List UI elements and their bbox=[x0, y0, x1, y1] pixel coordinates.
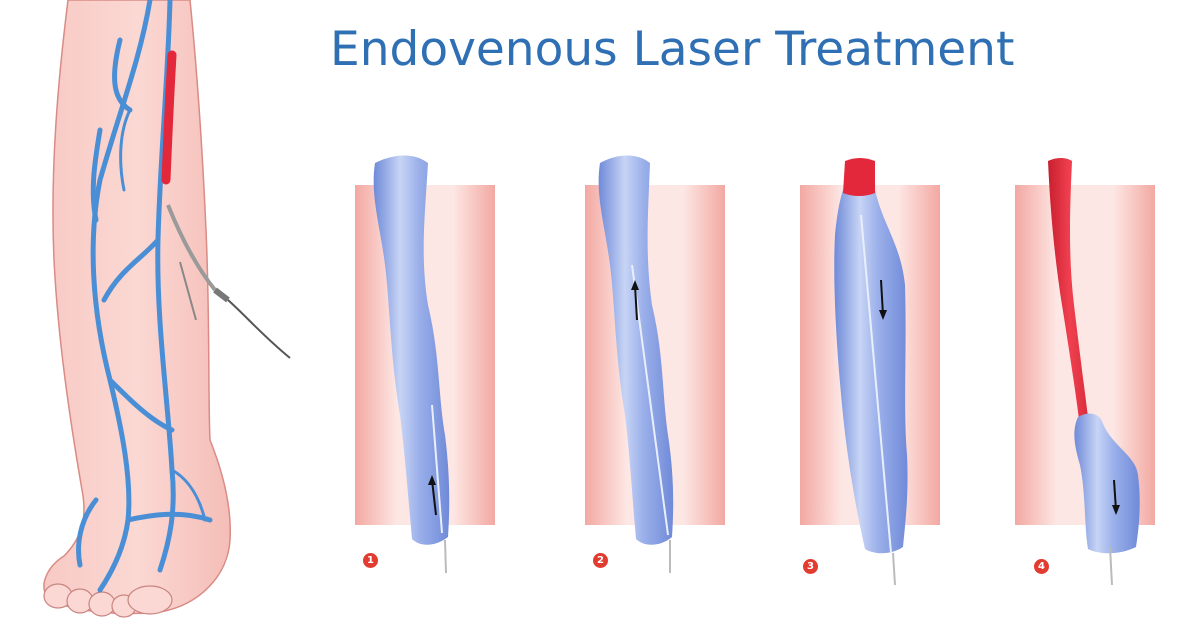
step-badge: 3 bbox=[803, 559, 818, 574]
vein-diagram-3 bbox=[795, 155, 975, 585]
step-panel-3: 3 bbox=[795, 155, 975, 585]
step-panel-4: 4 bbox=[1010, 155, 1179, 585]
vein-diagram-4 bbox=[1010, 155, 1179, 585]
treated-vein-segment bbox=[166, 55, 172, 180]
treated-vein-segment bbox=[843, 158, 875, 196]
step-panel-2: 2 bbox=[580, 155, 760, 585]
leg-outline bbox=[44, 0, 230, 613]
step-badge: 1 bbox=[363, 553, 378, 568]
step-panel-1: 1 bbox=[350, 155, 530, 585]
vein-diagram-2 bbox=[580, 155, 760, 585]
diagram-title: Endovenous Laser Treatment bbox=[330, 22, 1170, 77]
step-badge: 2 bbox=[593, 553, 608, 568]
step-badge: 4 bbox=[1034, 559, 1049, 574]
leg-illustration bbox=[0, 0, 300, 623]
vein-diagram-1 bbox=[350, 155, 530, 585]
